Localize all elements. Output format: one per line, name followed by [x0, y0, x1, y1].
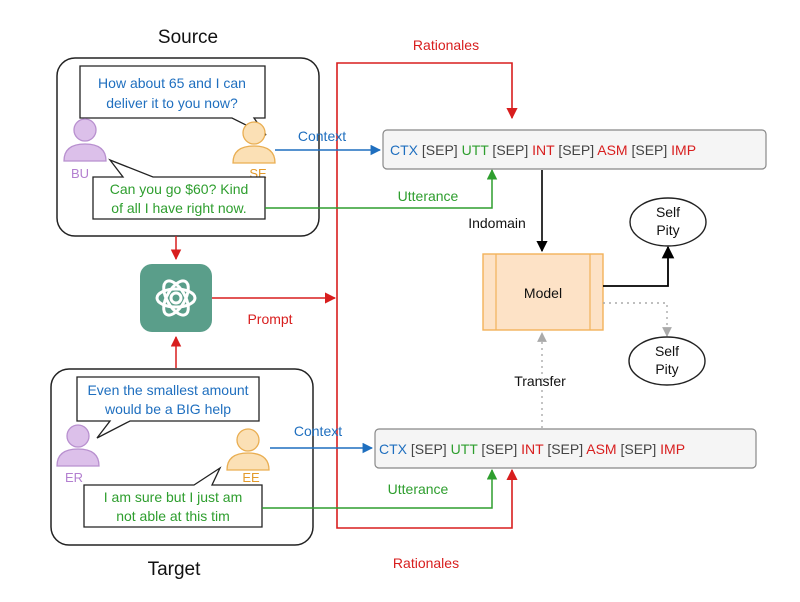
sequence-token: [SEP] [554, 142, 597, 158]
persuadee-person-icon [226, 428, 270, 471]
target-bubble-top [76, 376, 260, 439]
sequence-token: CTX [379, 441, 408, 457]
context-top-label: Context [298, 128, 346, 144]
sequence-token: [SEP] [478, 441, 522, 457]
sequence-token: [SEP] [628, 142, 672, 158]
sequence-token: [SEP] [418, 142, 462, 158]
persuader-person-icon [56, 424, 100, 467]
sequence-token: ASM [597, 142, 627, 158]
rationales-top-arrow [336, 62, 518, 298]
target-title: Target [148, 559, 202, 580]
sequence-token: [SEP] [617, 441, 661, 457]
utterance-top-label: Utterance [398, 188, 459, 204]
model-to-output-top-arrow [603, 245, 675, 287]
source-bubble-top-line2: deliver it to you now? [106, 95, 238, 111]
sequence-box-top [382, 129, 767, 170]
sequence-token: CTX [390, 142, 419, 158]
sequence-token: ASM [586, 441, 616, 457]
target-bubble-bottom-line2: not able at this tim [116, 508, 230, 524]
output-top-node [629, 197, 707, 247]
model-box [482, 253, 604, 331]
sequence-token: [SEP] [543, 441, 586, 457]
output-top-line1: Self [656, 204, 680, 220]
source-bubble-bottom-line1: Can you go $60? Kind [110, 181, 249, 197]
sequence-text-top: CTX [SEP] UTT [SEP] INT [SEP] ASM [SEP] … [390, 142, 696, 158]
rationales-bottom-label: Rationales [393, 555, 459, 571]
rationales-bottom-arrow [336, 298, 518, 529]
source-bubble-bottom [92, 158, 266, 220]
target-left-person-label: ER [65, 470, 83, 485]
sequence-text-bottom: CTX [SEP] UTT [SEP] INT [SEP] ASM [SEP] … [379, 441, 685, 457]
sequence-token: UTT [451, 441, 479, 457]
utterance-top-arrow [265, 168, 498, 209]
seller-person-icon [232, 121, 276, 164]
source-bubble-top-line1: How about 65 and I can [98, 75, 246, 91]
target-bubble-top-line1: Even the smallest amount [87, 382, 248, 398]
source-left-person-label: BU [71, 166, 89, 181]
output-bottom-node [628, 336, 706, 386]
output-bottom-line2: Pity [655, 361, 678, 377]
target-bubble-top-line2: would be a BIG help [104, 401, 231, 417]
indomain-label: Indomain [468, 215, 526, 231]
target-right-person-label: EE [242, 470, 260, 485]
transfer-label: Transfer [514, 373, 566, 389]
sequence-token: UTT [462, 142, 490, 158]
sequence-token: INT [532, 142, 555, 158]
sequence-box-bottom [374, 428, 757, 469]
sequence-token: IMP [671, 142, 696, 158]
openai-logo-icon [140, 264, 212, 332]
buyer-person-icon [63, 118, 107, 162]
source-title: Source [158, 27, 218, 48]
sequence-token: INT [521, 441, 544, 457]
output-bottom-line1: Self [655, 343, 679, 359]
model-label: Model [524, 285, 562, 301]
output-top-line2: Pity [656, 222, 679, 238]
utterance-bottom-label: Utterance [388, 481, 449, 497]
sequence-token: IMP [660, 441, 685, 457]
model-to-output-bottom-arrow [603, 302, 672, 337]
target-bubble-bottom-line1: I am sure but I just am [104, 489, 243, 505]
rationales-top-label: Rationales [413, 37, 479, 53]
sequence-token: [SEP] [407, 441, 451, 457]
utterance-bottom-arrow [262, 468, 498, 509]
source-bubble-bottom-line2: of all I have right now. [111, 200, 246, 216]
context-bottom-label: Context [294, 423, 342, 439]
sequence-token: [SEP] [489, 142, 533, 158]
target-bubble-bottom [83, 466, 263, 528]
prompt-label: Prompt [247, 311, 292, 327]
